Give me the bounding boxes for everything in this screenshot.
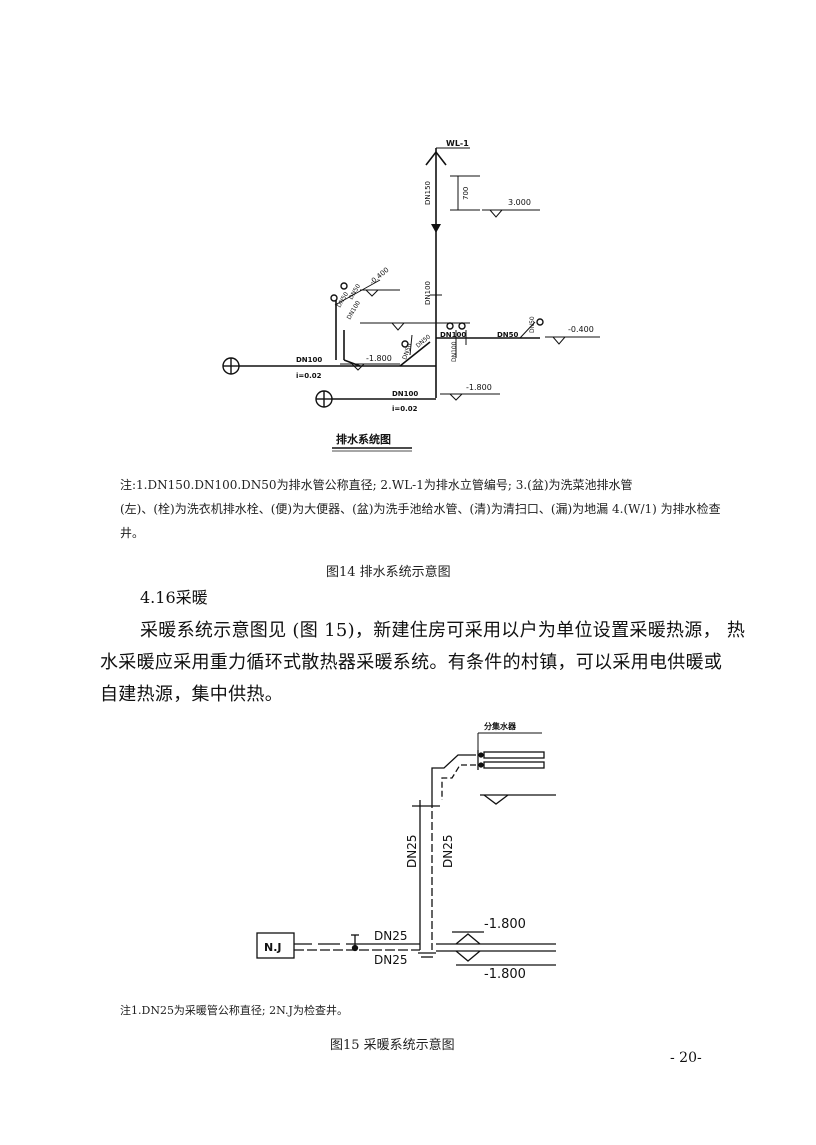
page-number: - 20- [670, 1050, 702, 1066]
label-dn100-mid: DN100 [440, 331, 466, 339]
label-dn50-a: DN50 [348, 283, 363, 301]
section-heading: 4.16采暖 [140, 588, 208, 607]
label-elev-m1800-right: -1.800 [466, 383, 492, 392]
label-elev-m0400-left: -0.400 [368, 266, 390, 287]
drainage-system-diagram: WL-1 DN150 700 3.000 DN100 DN50 DN50 DN1… [222, 139, 600, 452]
paragraph-line1: 采暖系统示意图见 (图 15)，新建住房可采用以户为单位设置采暖热源， 热 [140, 620, 746, 641]
label-dn25-h2: DN25 [374, 953, 408, 967]
label-elev-m1800-left: -1.800 [366, 354, 392, 363]
label-dn100-main: DN100 [296, 356, 322, 364]
label-dn50-right: DN50 [497, 331, 519, 339]
fig14-note-line1: 注:1.DN150.DN100.DN50为排水管公称直径; 2.WL-1为排水立… [120, 478, 633, 492]
fig15-note: 注1.DN25为采暖管公称直径; 2N.J为检查井。 [120, 1004, 348, 1017]
label-elev-3000: 3.000 [508, 198, 531, 207]
paragraph-line2: 水采暖应采用重力循环式散热器采暖系统。有条件的村镇，可以采用电供暖或 [100, 652, 723, 673]
label-dn100-bottom: DN100 [392, 390, 418, 398]
label-dn50-right2: DN50 [529, 316, 536, 333]
label-dn25-v2: DN25 [441, 835, 455, 869]
fig14-caption: 图14 排水系统示意图 [326, 565, 451, 580]
label-elev-top: -1.800 [484, 917, 526, 932]
label-700: 700 [462, 187, 470, 200]
label-nj: N.J [264, 941, 281, 954]
label-dn25-h1: DN25 [374, 929, 408, 943]
label-manifold: 分集水器 [484, 721, 517, 731]
heating-system-diagram: 分集水器 DN25 DN25 N.J DN25 DN25 -1.800 -1.8… [256, 721, 556, 982]
fig15-caption: 图15 采暖系统示意图 [330, 1038, 455, 1053]
label-elev-m0400-right: -0.400 [568, 325, 594, 334]
label-dn50-b: DN50 [336, 291, 351, 309]
fig14-note-line2: (左)、(栓)为洗衣机排水栓、(便)为大便器、(盆)为洗手池给水管、(清)为清扫… [120, 502, 721, 516]
label-elev-bottom: -1.800 [484, 967, 526, 982]
fig14-title: 排水系统图 [336, 432, 391, 446]
label-dn150: DN150 [424, 181, 432, 205]
label-riser: WL-1 [446, 139, 469, 148]
label-dn100-mid2: DN100 [451, 341, 458, 362]
paragraph-line3: 自建热源，集中供热。 [100, 684, 283, 705]
label-slope-bottom: i=0.02 [392, 405, 418, 413]
label-slope-main: i=0.02 [296, 372, 322, 380]
label-dn100-branch: DN100 [346, 300, 362, 321]
label-dn100-vert: DN100 [424, 281, 432, 305]
label-dn25-v1: DN25 [405, 835, 419, 869]
fig14-note-line3: 井。 [120, 526, 145, 540]
